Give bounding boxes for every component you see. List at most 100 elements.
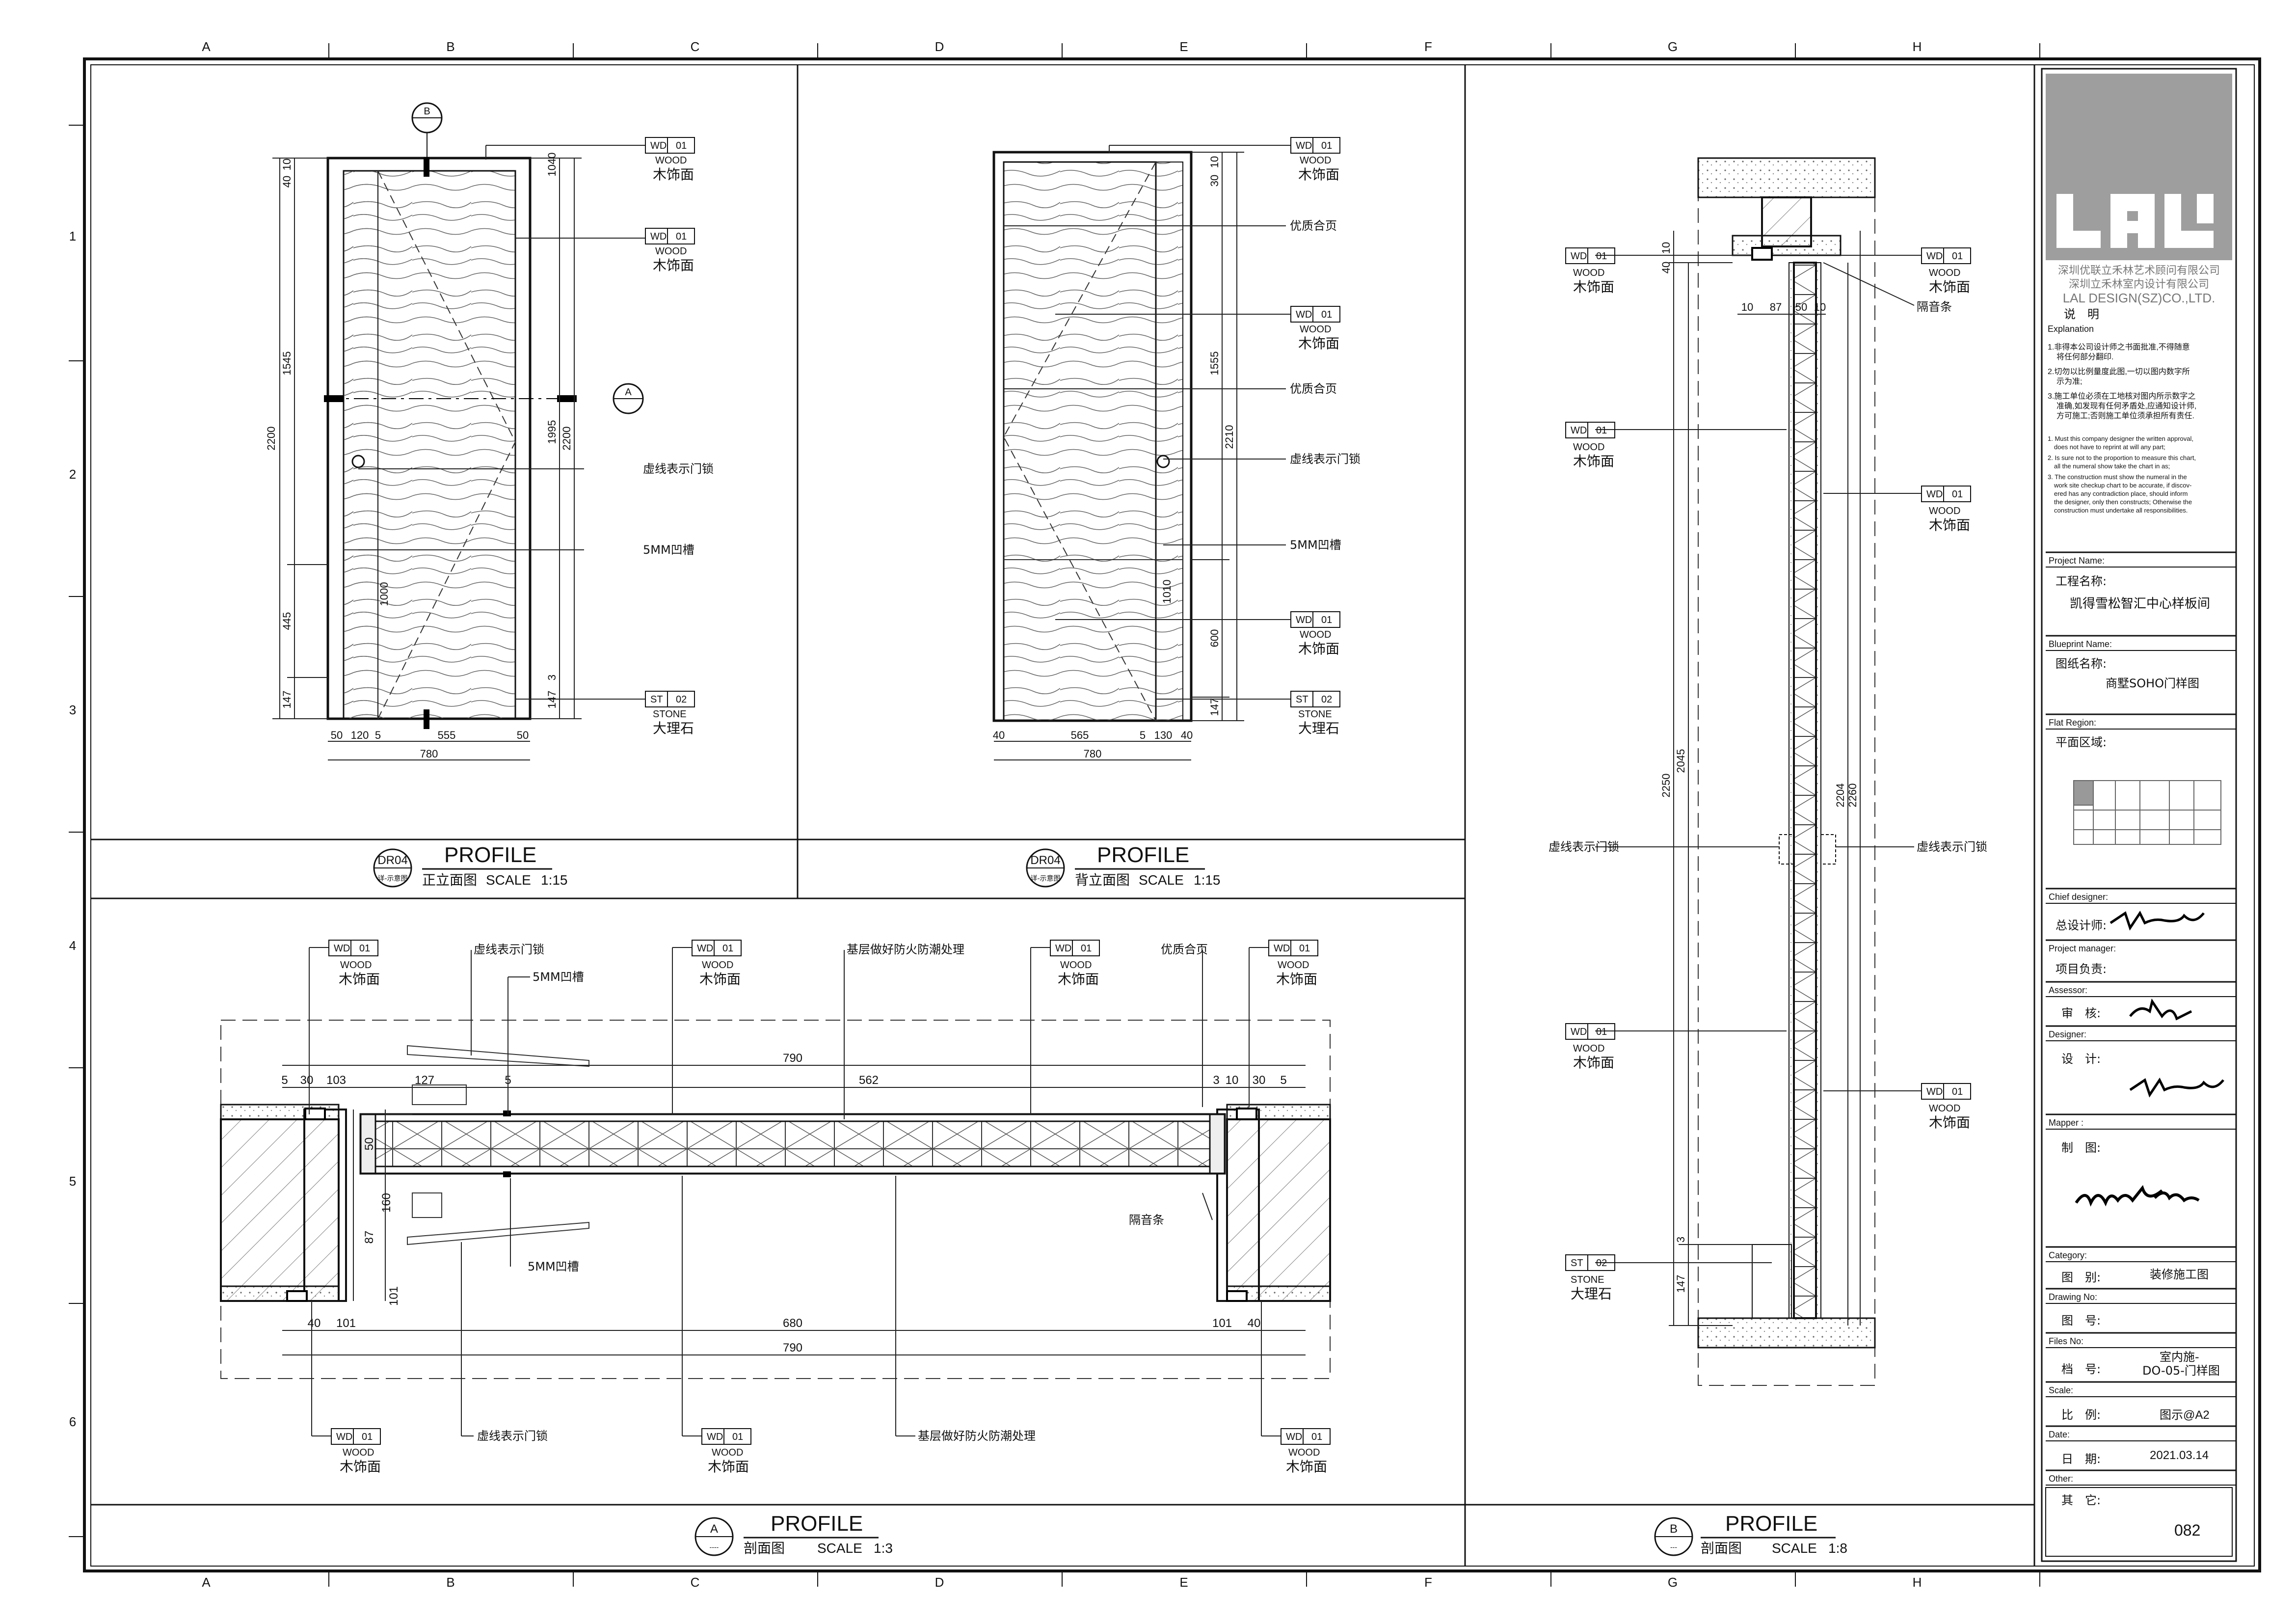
tag-cn: 木饰面 <box>708 1459 749 1475</box>
grid-col-label: C <box>691 39 700 54</box>
tag-code: WD <box>650 231 667 242</box>
grid-col-label: F <box>1424 1575 1432 1590</box>
note-line: does not have to reprint at will any par… <box>2054 443 2165 451</box>
right-wall <box>1226 1118 1331 1302</box>
dim-label: 147 <box>1675 1275 1687 1293</box>
tag-cn: 木饰面 <box>653 257 694 273</box>
dim-label: 130 <box>1154 729 1173 741</box>
dim-label: 127 <box>415 1074 434 1087</box>
tag-no: 01 <box>732 1432 743 1442</box>
front-elevation: B A 2200 1545 445 147 10 40 1040 <box>265 102 644 760</box>
dim-label: 2045 <box>1675 749 1687 773</box>
tag-code: ST <box>1296 694 1308 705</box>
grid-col-label: D <box>935 39 944 54</box>
note-line: the designer, only then constructs; Othe… <box>2054 498 2192 506</box>
tag-en: WOOD <box>343 1447 374 1458</box>
dim-label: 562 <box>859 1074 879 1087</box>
dim-label: 40 <box>1660 262 1672 273</box>
signature <box>2075 1185 2200 1207</box>
tag-cn: 木饰面 <box>653 166 694 183</box>
note-line: 2. Is sure not to the proportion to meas… <box>2048 454 2196 461</box>
grid-col-label: C <box>691 1575 700 1590</box>
dim-label: 87 <box>363 1231 376 1244</box>
dim-label: 40 <box>1181 729 1193 741</box>
head-frame <box>1732 235 1842 256</box>
outer-border <box>83 57 2261 1572</box>
tag-no: 01 <box>1952 251 1963 262</box>
tag-cn: 木饰面 <box>699 971 741 987</box>
tag-en: WOOD <box>340 960 372 971</box>
back-elevation: 10 30 1555 2210 600 1010 147 40 565 5 13… <box>992 137 1361 760</box>
tag-cn: 木饰面 <box>1298 335 1339 352</box>
grid-ticks <box>69 43 2040 1587</box>
grid-col-label: H <box>1913 39 1922 54</box>
view-title: PROFILE <box>771 1512 863 1536</box>
signature <box>2129 1078 2224 1098</box>
note-text: 虚线表示门锁 <box>643 462 714 476</box>
explain-cn: 说 明 <box>2064 307 2099 321</box>
field-label-en: Files No: <box>2049 1336 2083 1346</box>
tag-en: WOOD <box>712 1447 743 1458</box>
tag-no: 02 <box>1596 1258 1607 1269</box>
tag-en: WOOD <box>1929 268 1960 278</box>
view-sub: --- <box>1670 1543 1677 1551</box>
tag-cn: 木饰面 <box>1929 517 1970 533</box>
tag-code: WD <box>707 1432 723 1442</box>
dim-label: 101 <box>336 1317 356 1330</box>
section-b: 10 40 10 87 50 10 2250 2045 2204 2260 14… <box>1548 157 1987 1386</box>
note-text: 虚线表示门锁 <box>1290 452 1361 466</box>
category-value: 装修施工图 <box>2150 1268 2209 1281</box>
door-leaf-face <box>1815 262 1821 1319</box>
scale-value: 图示@A2 <box>2160 1408 2210 1422</box>
tag-en: WOOD <box>655 246 687 257</box>
tag-cn: 木饰面 <box>1286 1459 1327 1475</box>
tag-en: WOOD <box>702 960 733 971</box>
field-label-en: Drawing No: <box>2049 1292 2097 1302</box>
dim-label: 780 <box>420 748 438 760</box>
tag-en: WOOD <box>655 155 687 166</box>
door-leaf-section <box>359 1113 1226 1175</box>
field-label-cn: 其 它: <box>2061 1493 2101 1507</box>
tag-cn: 木饰面 <box>340 1459 381 1475</box>
inner-border <box>90 64 2255 1567</box>
grid-col-label: F <box>1424 39 1432 54</box>
tag-cn: 木饰面 <box>1929 279 1970 295</box>
dim-label: 1545 <box>281 352 293 376</box>
dim-label: 2200 <box>561 427 573 451</box>
note-line: 3.施工单位必须在工地核对图内所示数字之 <box>2048 392 2195 401</box>
field-label-en: Date: <box>2049 1430 2070 1439</box>
dim-label: 40 <box>1248 1317 1261 1330</box>
tag-cn: 木饰面 <box>1276 971 1317 987</box>
view-name: 背立面图 <box>1075 872 1130 888</box>
note-text: 优质合页 <box>1161 943 1208 956</box>
lock-icon <box>1156 455 1170 468</box>
field-label-cn: 档 号: <box>2061 1362 2101 1376</box>
tag-no: 01 <box>676 140 687 151</box>
note-text: 5MM凹槽 <box>533 970 584 984</box>
dim-label: 5 <box>1280 1074 1286 1087</box>
dim-label: 1040 <box>546 153 558 177</box>
tag-no: 01 <box>359 943 370 954</box>
tag-en: STONE <box>1571 1274 1604 1285</box>
grid-row-label: 6 <box>69 1414 76 1429</box>
tag-no: 01 <box>1321 140 1332 151</box>
dim-label: 565 <box>1071 729 1089 741</box>
dim-label: 40 <box>308 1317 321 1330</box>
left-wall <box>220 1118 340 1302</box>
view-title: PROFILE <box>1725 1512 1817 1536</box>
tag-code: WD <box>1296 140 1312 151</box>
dim-label: 101 <box>387 1286 400 1306</box>
grid-column-labels: A B C D E F G H A B C D E F G H <box>202 39 1922 1590</box>
note-text: 虚线表示门锁 <box>1917 840 1987 854</box>
view-sub: 详-示意图 <box>1030 874 1060 883</box>
field-label-en: Other: <box>2049 1474 2073 1484</box>
note-text: 虚线表示门锁 <box>474 943 544 956</box>
note-text: 基层做好防火防潮处理 <box>918 1429 1036 1443</box>
note-line: 2.切勿以比例量度此图,一切以图内数字所 <box>2048 367 2190 376</box>
field-label-en: Project manager: <box>2049 944 2116 953</box>
tag-en: WOOD <box>1573 1043 1604 1054</box>
tag-code: ST <box>1571 1258 1583 1269</box>
dim-label: 30 <box>300 1074 314 1087</box>
tag-no: 01 <box>1299 943 1310 954</box>
tag-no: 01 <box>1321 309 1332 320</box>
